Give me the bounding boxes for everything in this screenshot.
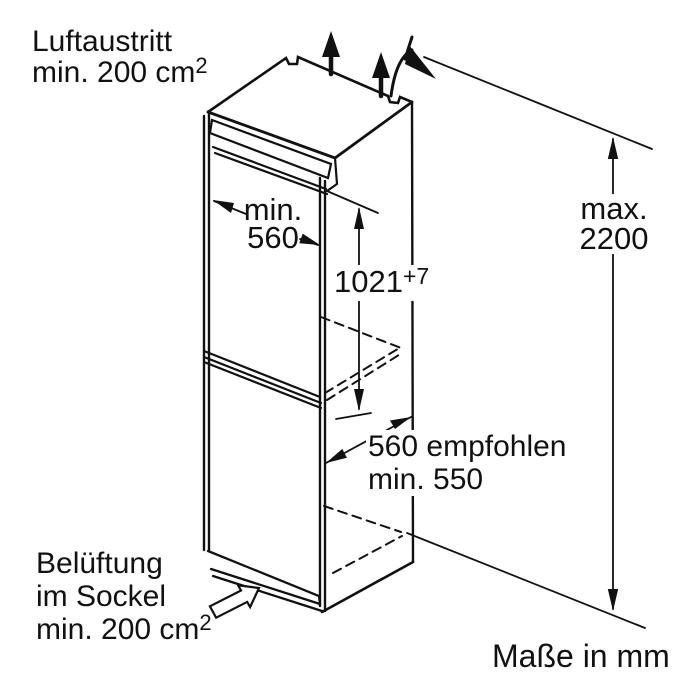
- curved-airflow-arrow-head: [405, 45, 436, 79]
- airflow-arrow-2-head: [372, 52, 390, 78]
- dim-niche-height-label: 1021+7: [331, 263, 433, 301]
- air-outlet-line2: min. 200 cm: [32, 56, 196, 89]
- plinth-vent-slot: [206, 549, 324, 613]
- base-vent-sup: 2: [199, 610, 212, 635]
- dim-niche-width-label: min. 560: [243, 192, 303, 255]
- top-vent-rail-lower: [213, 151, 329, 196]
- niche-height-tolerance: +7: [402, 263, 430, 289]
- top-vent-opening: [208, 118, 333, 180]
- air-outlet-label: Luftaustritt min. 200 cm2: [32, 26, 208, 90]
- top-vent-slot: [208, 118, 339, 196]
- airflow-arrow-1-head: [322, 31, 340, 57]
- middle-shelf: [202, 349, 323, 410]
- hidden-edges-dashed: [320, 316, 403, 574]
- cabinet-bottom-right-edge: [320, 560, 415, 614]
- ext-line-niche-ceiling: [326, 190, 379, 214]
- hidden-floor-side-edge: [323, 505, 402, 533]
- hidden-shelf-side-top-edge: [324, 346, 402, 394]
- base-vent-label: Belüftung im Sockel min. 200 cm2: [36, 547, 212, 646]
- hidden-shelf-rear-edge: [320, 316, 402, 349]
- cabinet-top-face-back-edges: [206, 55, 414, 114]
- top-overhang-end: [325, 156, 339, 193]
- plinth-airflow-arrow: [208, 583, 261, 620]
- dim-overall-height-label: max. 2200: [574, 193, 654, 254]
- extension-lines: [326, 56, 653, 629]
- ext-line-shelf-level: [335, 412, 372, 420]
- ext-line-top: [423, 56, 653, 150]
- curved-airflow-arrow-tick: [403, 35, 414, 61]
- ext-line-bottom: [406, 532, 646, 629]
- cabinet-outline: [202, 55, 415, 614]
- top-vent-rail-upper: [211, 145, 328, 191]
- dimension-arrowheads: [213, 137, 619, 611]
- airflow-arrows: [322, 31, 436, 99]
- air-outlet-line1: Luftaustritt: [32, 25, 173, 58]
- hidden-shelf-side-bottom-edge: [326, 352, 403, 401]
- air-outlet-sup: 2: [195, 53, 208, 78]
- units-note: Maße in mm: [492, 638, 670, 674]
- dim-depth-label: 560 empfohlen min. 550: [366, 430, 569, 496]
- hidden-floor-rear-edge: [332, 535, 403, 574]
